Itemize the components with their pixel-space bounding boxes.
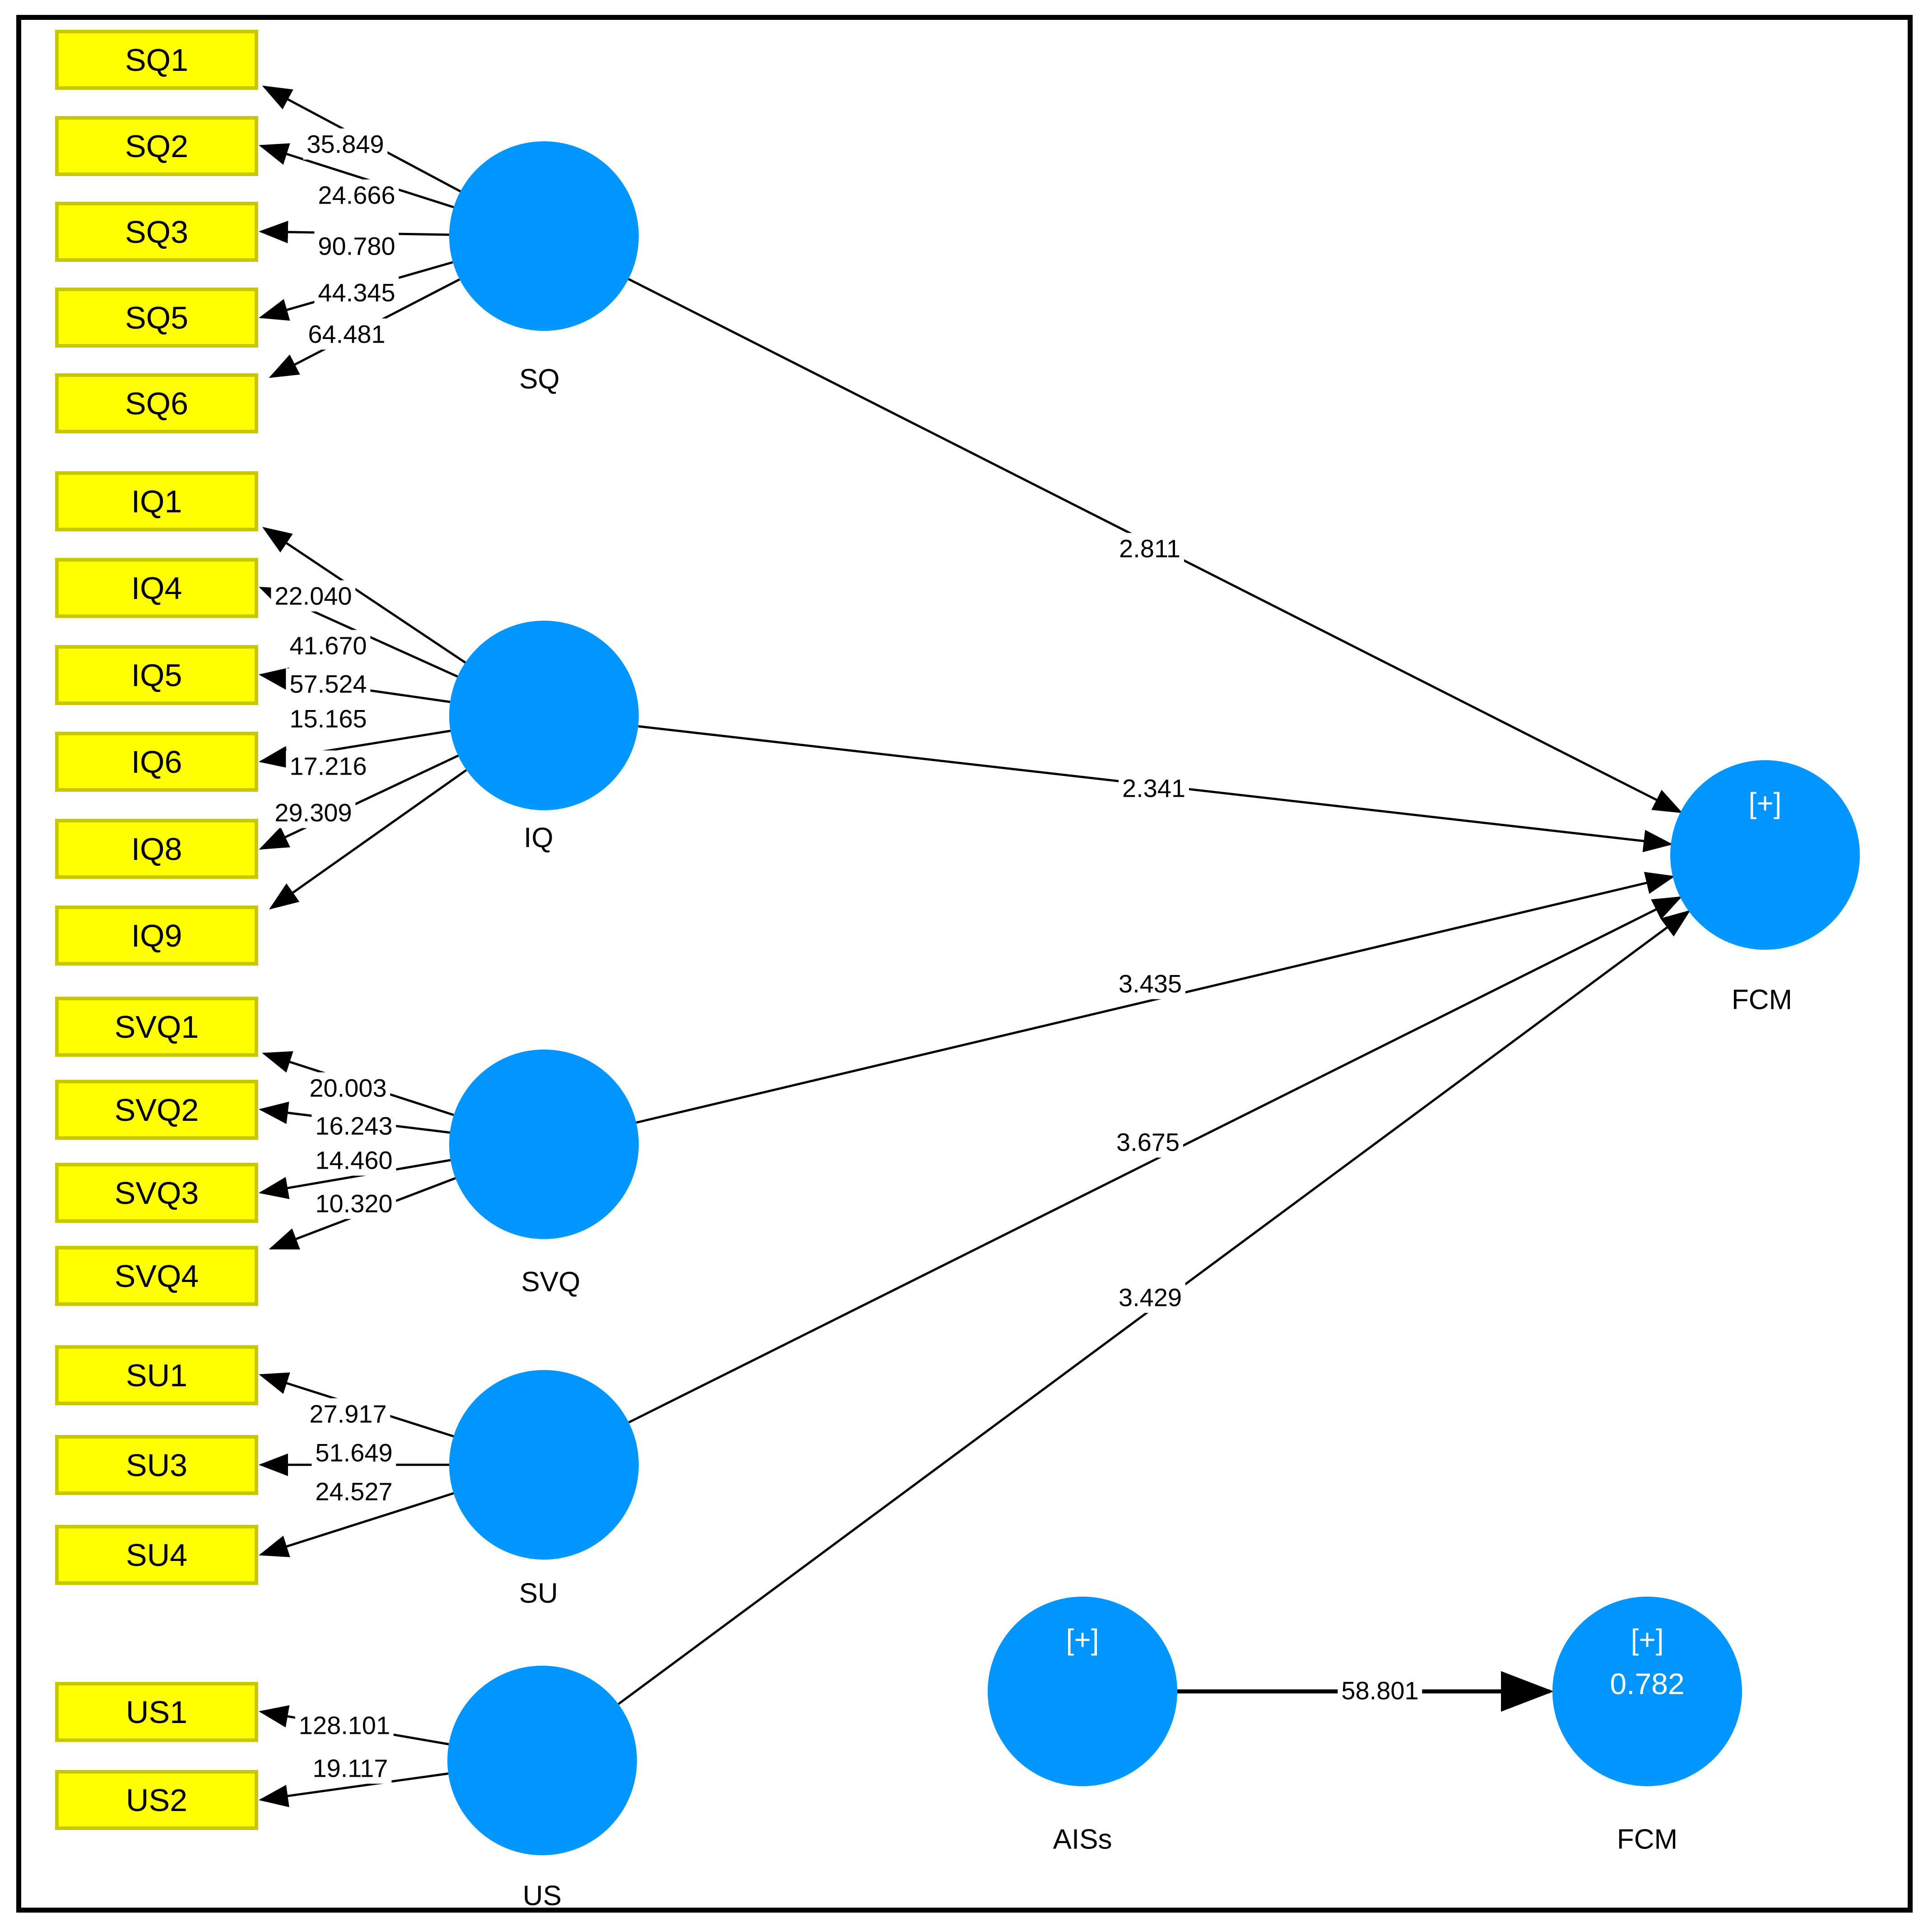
indicator-box-SU3[interactable]: SU3 [55,1435,258,1495]
loading-value-IQ1: 22.040 [271,580,356,612]
indicator-label: US2 [125,1782,188,1818]
indicator-label: SVQ1 [114,1009,199,1045]
loading-value-US1: 128.101 [295,1709,394,1741]
indicator-box-IQ5[interactable]: IQ5 [55,645,258,705]
loading-value-SQ2: 24.666 [314,179,399,211]
path-arrow-SVQ-FCM[interactable] [636,872,1675,1124]
indicator-label: SU1 [125,1357,188,1393]
construct-circle-US[interactable] [447,1666,637,1855]
indicator-box-SU1[interactable]: SU1 [55,1345,258,1405]
path-value-AISs-FCM: 58.801 [1338,1675,1422,1706]
loading-value-SVQ1: 20.003 [306,1072,390,1104]
indicator-box-SQ3[interactable]: SQ3 [55,202,258,262]
indicator-label: IQ6 [131,744,182,780]
arrow-IQ-IQ8[interactable] [259,754,459,850]
indicator-box-IQ9[interactable]: IQ9 [55,906,258,966]
indicator-box-SU4[interactable]: SU4 [55,1525,258,1585]
loading-value-SQ5: 44.345 [314,277,399,308]
indicator-label: IQ8 [131,831,182,867]
expand-icon[interactable]: [+] [1631,1623,1664,1656]
indicator-label: SQ3 [125,214,189,250]
indicator-box-IQ6[interactable]: IQ6 [55,732,258,792]
construct-label-SVQ: SVQ [521,1266,581,1298]
construct-label-US: US [522,1880,562,1912]
path-value-US-FCM: 3.429 [1115,1282,1186,1313]
loading-value-SVQ3: 14.460 [311,1144,396,1176]
construct-label-AISs: AISs [1053,1824,1112,1855]
loading-value-SQ3: 90.780 [314,230,399,262]
construct-circle-SU[interactable] [449,1370,639,1560]
indicator-box-SQ6[interactable]: SQ6 [55,373,258,433]
indicator-label: SVQ3 [114,1175,199,1211]
construct-label-SQ: SQ [519,363,560,395]
indicator-box-SQ5[interactable]: SQ5 [55,288,258,348]
indicator-box-IQ8[interactable]: IQ8 [55,819,258,879]
expand-icon[interactable]: [+] [1748,787,1782,819]
indicator-box-SQ2[interactable]: SQ2 [55,116,258,176]
path-value-SVQ-FCM: 3.435 [1115,968,1186,999]
loading-value-SU4: 24.527 [311,1476,396,1507]
loading-value-IQ4: 41.670 [286,630,371,661]
path-value-IQ-FCM: 2.341 [1118,772,1189,804]
loading-value-SVQ4: 10.320 [311,1188,396,1219]
construct-label-SU: SU [519,1578,558,1609]
construct-label-IQ: IQ [524,822,553,854]
indicator-box-IQ1[interactable]: IQ1 [55,471,258,531]
indicator-box-SVQ3[interactable]: SVQ3 [55,1163,258,1223]
indicator-box-SVQ1[interactable]: SVQ1 [55,997,258,1057]
arrow-IQ-IQ9[interactable] [269,769,467,910]
indicator-box-SQ1[interactable]: SQ1 [55,30,258,90]
expand-icon[interactable]: [+] [1066,1623,1099,1656]
loading-value-IQ5: 57.524 [286,668,371,700]
arrow-SU-SU4[interactable] [259,1492,454,1557]
arrow-IQ-IQ1[interactable] [262,527,466,664]
indicator-label: SQ1 [125,42,189,78]
indicator-label: SQ2 [125,128,189,164]
indicator-label: SQ6 [125,385,189,421]
diagram-border [16,15,1913,1913]
loading-value-SQ1: 35.849 [303,128,388,160]
loading-value-SQ6: 64.481 [304,318,389,350]
indicator-label: SU3 [125,1447,188,1483]
indicator-label: SVQ2 [114,1092,199,1128]
indicator-box-SVQ4[interactable]: SVQ4 [55,1246,258,1306]
construct-circle-IQ[interactable] [449,621,639,810]
loading-value-IQ8: 17.216 [286,750,371,782]
path-value-SQ-FCM: 2.811 [1115,533,1184,564]
indicator-label: US1 [125,1694,188,1730]
indicator-label: SVQ4 [114,1258,199,1294]
construct-circle-AISs[interactable]: [+] [988,1597,1177,1786]
indicator-label: SU4 [125,1537,188,1573]
indicator-label: IQ4 [131,570,182,606]
loading-value-SU1: 27.917 [306,1398,390,1430]
construct-circle-SQ[interactable] [449,141,639,331]
indicator-box-IQ4[interactable]: IQ4 [55,558,258,618]
path-value-SU-FCM: 3.675 [1112,1126,1184,1158]
construct-label-FCM-lower: FCM [1617,1824,1678,1855]
construct-circle-FCM-lower[interactable]: [+] 0.782 [1552,1597,1742,1786]
arrow-SVQ-SVQ3[interactable] [259,1159,451,1199]
arrow-US-US2[interactable] [259,1772,449,1807]
loading-value-IQ6: 15.165 [286,703,371,734]
indicator-label: SQ5 [125,300,189,335]
construct-circle-FCM[interactable]: [+] [1670,760,1860,950]
arrow-SQ-SQ2[interactable] [259,143,454,209]
indicator-box-SVQ2[interactable]: SVQ2 [55,1080,258,1140]
indicator-box-US2[interactable]: US2 [55,1770,258,1830]
indicator-box-US1[interactable]: US1 [55,1682,258,1742]
construct-label-FCM: FCM [1731,984,1793,1016]
loading-value-SVQ2: 16.243 [311,1110,396,1142]
indicator-label: IQ1 [131,483,182,519]
loading-value-IQ9: 29.309 [271,797,356,828]
indicator-label: IQ5 [131,657,182,693]
construct-circle-SVQ[interactable] [449,1050,639,1239]
path-arrow-SU-FCM[interactable] [628,896,1682,1424]
loading-value-SU3: 51.649 [311,1437,396,1468]
loading-value-US2: 19.117 [309,1752,392,1784]
indicator-label: IQ9 [131,918,182,953]
r-squared-value: 0.782 [1610,1667,1685,1700]
